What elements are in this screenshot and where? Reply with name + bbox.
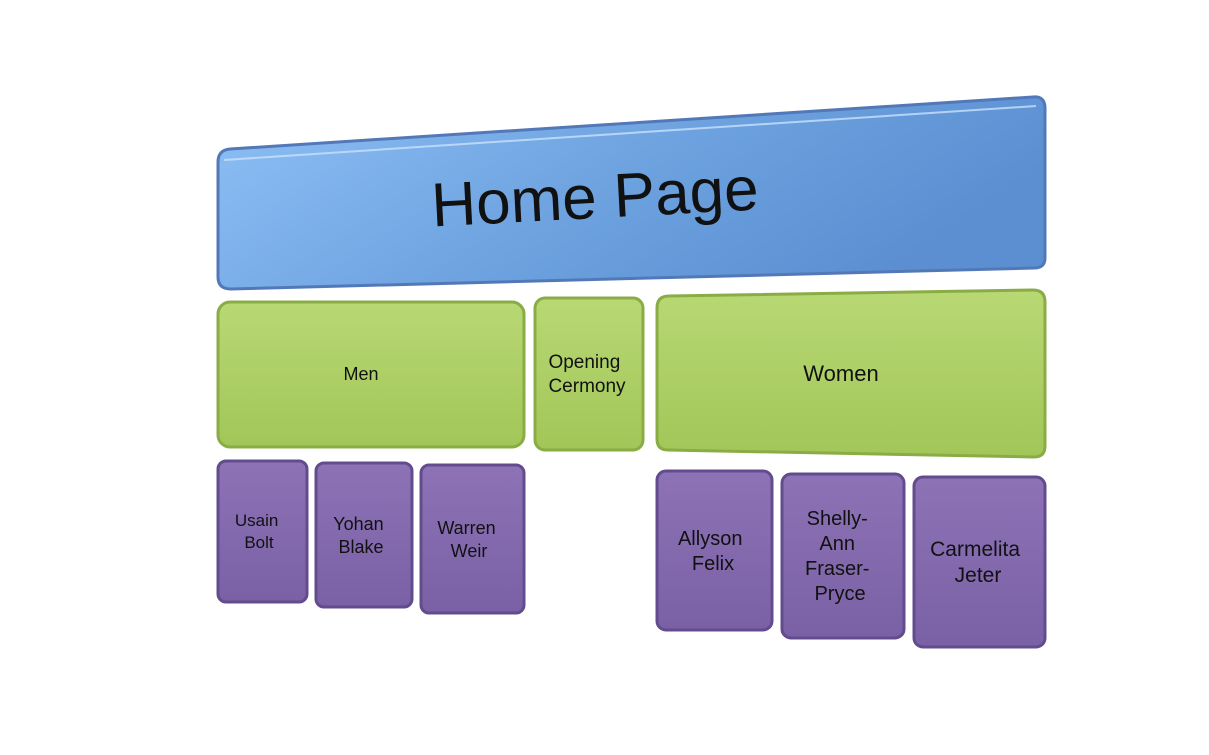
athlete-name: Shelly- Ann Fraser- Pryce (805, 508, 875, 605)
section-women-label: Women (803, 361, 878, 386)
athlete-carmelita-jeter[interactable]: Carmelita Jeter (912, 475, 1047, 649)
athlete-box (314, 461, 414, 609)
section-women-box (655, 288, 1047, 459)
home-page-highlight (223, 105, 1037, 161)
section-opening-line-2: Cermony (548, 376, 626, 397)
athlete-name: Carmelita Jeter (930, 538, 1026, 587)
athlete-box (419, 463, 526, 615)
athlete-allyson-felix[interactable]: Allyson Felix (655, 469, 774, 632)
section-opening-ceremony[interactable]: Opening Cermony (533, 296, 645, 452)
home-page-node[interactable]: Home Page (216, 95, 1047, 291)
athlete-box (216, 459, 309, 604)
athlete-name: Usain Bolt (235, 511, 283, 552)
athlete-name: Allyson Felix (678, 528, 748, 575)
athlete-warren-weir[interactable]: Warren Weir (419, 463, 526, 615)
athlete-box (780, 472, 906, 640)
athlete-usain-bolt[interactable]: Usain Bolt (216, 459, 309, 604)
home-page-box (216, 95, 1047, 291)
section-women[interactable]: Women (655, 288, 1047, 459)
section-men[interactable]: Men (216, 300, 526, 449)
section-men-box (216, 300, 526, 449)
athlete-box (655, 469, 774, 632)
athlete-shelly-ann-fraser-pryce[interactable]: Shelly- Ann Fraser- Pryce (780, 472, 906, 640)
section-men-label: Men (343, 364, 378, 384)
athlete-box (912, 475, 1047, 649)
section-opening-label: Opening Cermony (548, 352, 626, 397)
home-page-title: Home Page (430, 154, 761, 240)
section-opening-box (533, 296, 645, 452)
athlete-yohan-blake[interactable]: Yohan Blake (314, 461, 414, 609)
athlete-name: Warren Weir (437, 518, 500, 561)
section-opening-line-1: Opening (548, 352, 620, 373)
athlete-name: Yohan Blake (333, 514, 388, 557)
